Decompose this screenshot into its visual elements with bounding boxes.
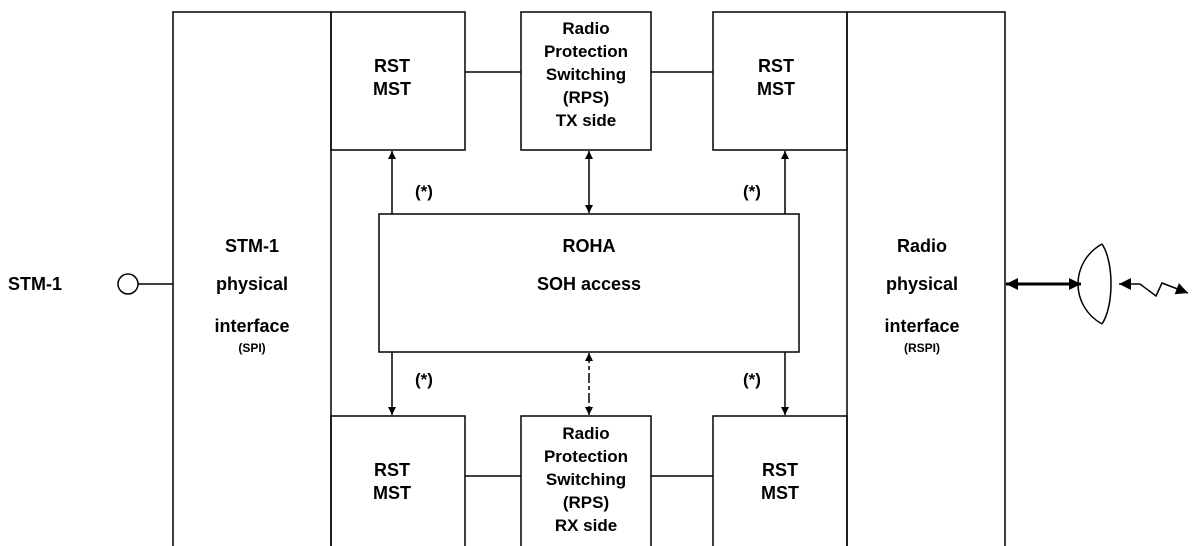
rst-mst-bottom-left-block xyxy=(330,415,466,546)
rspi-label-abbr: (RSPI) xyxy=(904,341,940,355)
rst-bottom-left-label: RST xyxy=(374,460,410,480)
rps-rx-line4: (RPS) xyxy=(563,493,609,512)
rps-tx-line1: Radio xyxy=(562,19,609,38)
rspi-label: Radio physical interface (RSPI) xyxy=(884,236,959,355)
spi-label-line1: STM-1 xyxy=(225,236,279,256)
rst-bottom-right-label: RST xyxy=(762,460,798,480)
rst-top-left-label: RST xyxy=(374,56,410,76)
spi-label-abbr: (SPI) xyxy=(238,341,265,355)
rps-rx-line1: Radio xyxy=(562,424,609,443)
note-marker-bottom-left: (*) xyxy=(415,370,433,389)
note-marker-bottom-right: (*) xyxy=(743,370,761,389)
rps-tx-line5: TX side xyxy=(556,111,616,130)
rst-mst-bottom-right-block xyxy=(712,415,848,546)
stm1-port-icon xyxy=(117,273,139,295)
rspi-label-line1: Radio xyxy=(897,236,947,256)
mst-top-right-label: MST xyxy=(757,79,795,99)
mst-bottom-right-label: MST xyxy=(761,483,799,503)
mst-bottom-left-label: MST xyxy=(373,483,411,503)
rps-tx-line3: Switching xyxy=(546,65,626,84)
spi-label: STM-1 physical interface (SPI) xyxy=(214,236,289,355)
spi-label-line3: interface xyxy=(214,316,289,336)
rspi-block xyxy=(846,11,1006,546)
rps-tx-line4: (RPS) xyxy=(563,88,609,107)
mst-top-left-label: MST xyxy=(373,79,411,99)
antenna-dish-icon xyxy=(1077,243,1112,325)
radio-wave-icon xyxy=(1119,278,1189,298)
rps-rx-line3: Switching xyxy=(546,470,626,489)
roha-block xyxy=(378,213,800,353)
roha-label-line2: SOH access xyxy=(537,274,641,294)
rst-mst-top-right-block xyxy=(712,11,848,151)
rst-mst-top-left-block xyxy=(330,11,466,151)
rspi-label-line3: interface xyxy=(884,316,959,336)
spi-label-line2: physical xyxy=(216,274,288,294)
rps-rx-line2: Protection xyxy=(544,447,628,466)
roha-label-line1: ROHA xyxy=(563,236,616,256)
note-marker-top-right: (*) xyxy=(743,182,761,201)
rps-rx-line5: RX side xyxy=(555,516,617,535)
rst-top-right-label: RST xyxy=(758,56,794,76)
rps-tx-block xyxy=(520,11,652,151)
rps-tx-line2: Protection xyxy=(544,42,628,61)
rspi-label-line2: physical xyxy=(886,274,958,294)
note-marker-top-left: (*) xyxy=(415,182,433,201)
spi-block xyxy=(172,11,332,546)
stm1-input-label: STM-1 xyxy=(8,274,62,294)
rps-rx-block xyxy=(520,415,652,546)
